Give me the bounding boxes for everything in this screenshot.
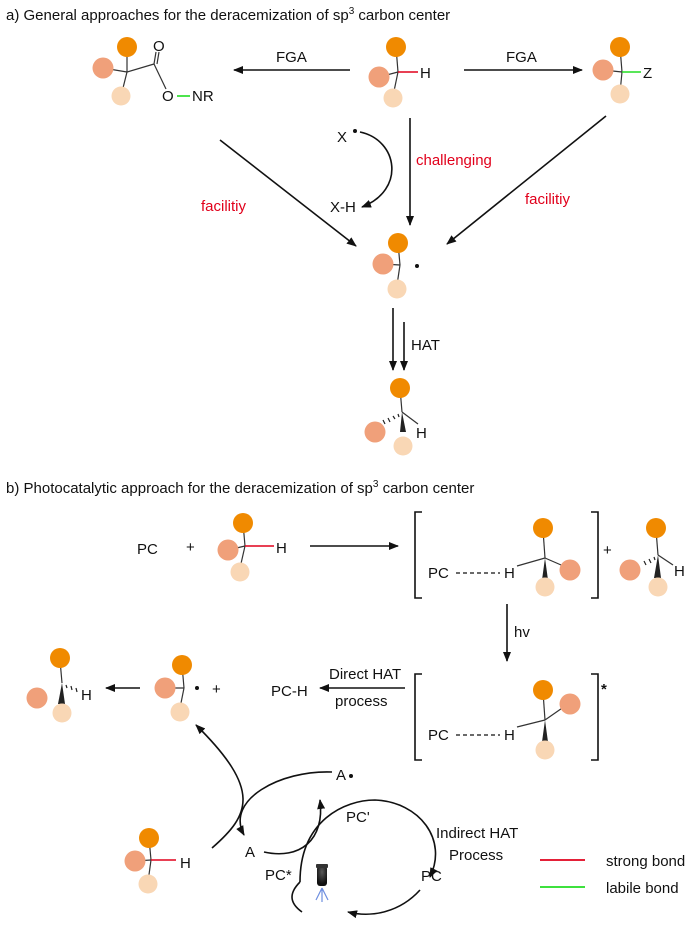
- complex-pc: PC: [428, 565, 449, 582]
- a-radical-dot: [349, 774, 353, 778]
- a-label: A: [245, 844, 255, 861]
- fga-right-label: FGA: [506, 49, 537, 66]
- excited-mark: *: [601, 681, 607, 698]
- pc-star-label: PC*: [265, 867, 292, 884]
- pc-label: PC: [137, 541, 158, 558]
- cycle-arc-left: [291, 881, 303, 913]
- section-a-title: a) General approaches for the deracemiza…: [6, 6, 450, 24]
- cycle-arc-bottom: [347, 889, 421, 919]
- cycle-arc-top: [299, 799, 438, 883]
- radical-dot: [415, 264, 419, 268]
- facility-right-label: facilitiy: [525, 191, 571, 208]
- complex2-h: H: [504, 727, 515, 744]
- plus-2: +: [603, 542, 612, 559]
- radical-b: [154, 655, 199, 722]
- enantiomer-right: H: [619, 518, 685, 597]
- final-product-h: H: [81, 687, 92, 704]
- pc-cycle-label: PC: [421, 868, 442, 885]
- pch-label: PC-H: [271, 683, 308, 700]
- substrate-b: H: [217, 513, 287, 582]
- ester-carbonyl-o: O: [153, 38, 165, 55]
- facility-left-arrow: [219, 139, 357, 247]
- indirect-hat-line2: Process: [449, 847, 503, 864]
- cycle-substrate: H: [124, 828, 191, 894]
- pc-prime-label: PC': [346, 809, 370, 826]
- a-radical-curved-arrow: [236, 771, 333, 836]
- radical-intermediate: [372, 233, 419, 299]
- product-h: H: [416, 425, 427, 442]
- complex2-pc: PC: [428, 727, 449, 744]
- substrate-h: H: [420, 65, 431, 82]
- fga-left-label: FGA: [276, 49, 307, 66]
- hat-label: HAT: [411, 337, 440, 354]
- direct-hat-line1: Direct HAT: [329, 666, 401, 683]
- a-to-radical-arrow: [263, 799, 326, 855]
- final-product-b: H: [26, 648, 92, 723]
- enantiomer-h: H: [674, 563, 685, 580]
- substrate-b-h: H: [276, 540, 287, 557]
- z-molecule: Z: [592, 37, 652, 104]
- excited-complex: * PC H: [414, 673, 607, 761]
- legend: strong bond labile bond: [540, 853, 685, 897]
- cycle-substrate-h: H: [180, 855, 191, 872]
- legend-strong-label: strong bond: [606, 853, 685, 870]
- indirect-hat-line1: Indirect HAT: [436, 825, 518, 842]
- ester-nr: NR: [192, 88, 214, 105]
- plus-3: +: [212, 681, 221, 698]
- ester-o: O: [162, 88, 174, 105]
- direct-hat-line2: process: [335, 693, 388, 710]
- lamp-icon: [315, 864, 329, 902]
- legend-labile-label: labile bond: [606, 880, 679, 897]
- ester-molecule: O O NR: [92, 37, 214, 106]
- facility-left-label: facilitiy: [201, 198, 247, 215]
- hat-product-molecule: H: [364, 378, 427, 456]
- facility-right-arrow: [446, 115, 607, 245]
- hv-label: hv: [514, 624, 530, 641]
- section-b-title: b) Photocatalytic approach for the derac…: [6, 479, 474, 497]
- a-radical-label: A: [336, 767, 346, 784]
- pc-substrate-complex: PC H: [414, 511, 599, 599]
- complex-h: H: [504, 565, 515, 582]
- indirect-to-radical-arrow: [195, 724, 244, 849]
- xh-label: X-H: [330, 199, 356, 216]
- plus-1: +: [186, 539, 195, 556]
- substrate-ch-molecule: H: [368, 37, 431, 108]
- challenging-label: challenging: [416, 152, 492, 169]
- x-abstraction-curved-arrow: [359, 131, 393, 208]
- x-radical-label: X: [337, 129, 347, 146]
- x-radical-dot: [353, 129, 357, 133]
- z-label: Z: [643, 65, 652, 82]
